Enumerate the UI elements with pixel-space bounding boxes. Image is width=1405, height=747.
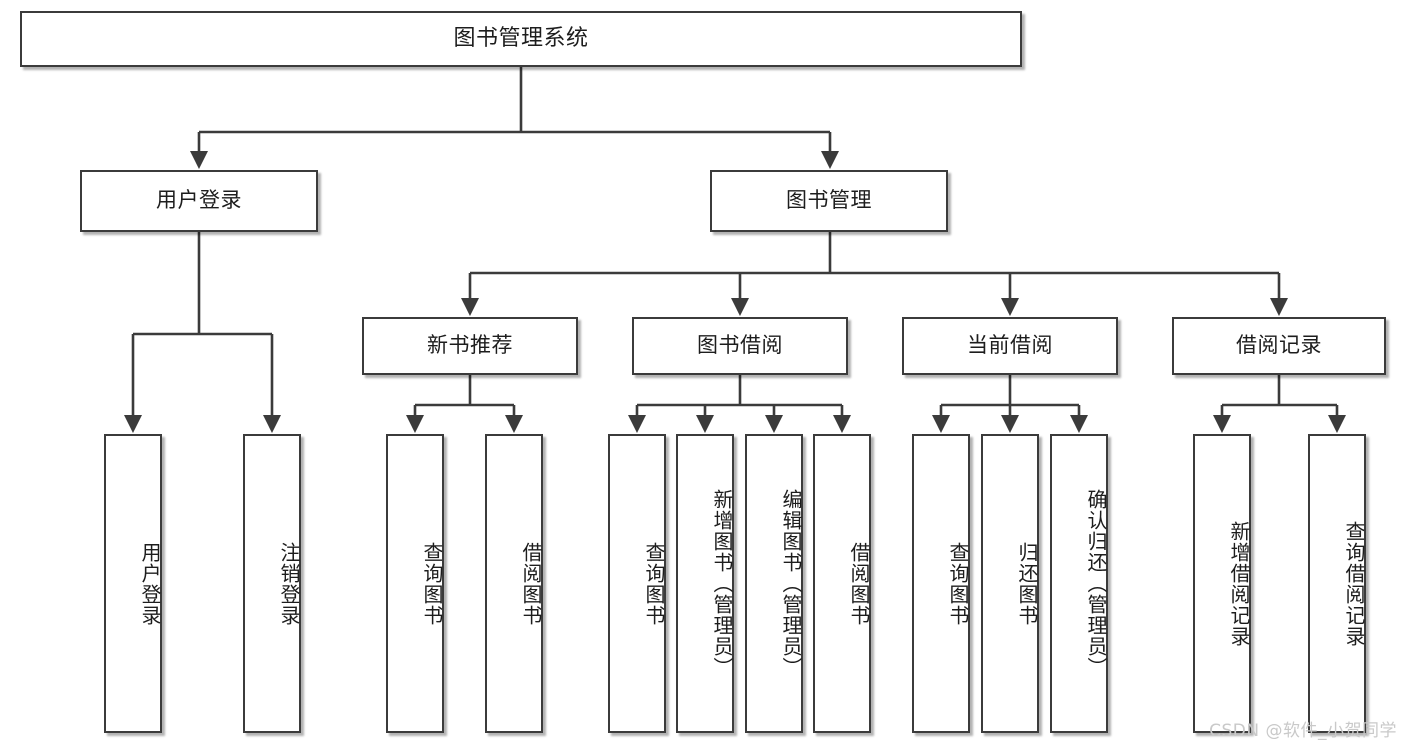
node-label: 借阅记录: [1236, 333, 1322, 358]
leaf-record-add-borrow-record[interactable]: 新增借阅记录: [1193, 434, 1251, 733]
node-label: 注销登录: [277, 541, 301, 626]
node-borrowing-record[interactable]: 借阅记录: [1172, 317, 1386, 375]
leaf-user-login-login[interactable]: 用户登录: [104, 434, 162, 733]
node-label: 新书推荐: [427, 333, 513, 358]
node-label: 用户登录: [138, 541, 162, 626]
node-label: 查询借阅记录: [1342, 520, 1366, 647]
node-label: 查询图书: [946, 541, 970, 626]
node-label: 归还图书: [1015, 541, 1039, 626]
node-label: 用户登录: [156, 188, 242, 213]
node-book-borrowing[interactable]: 图书借阅: [632, 317, 848, 375]
leaf-user-login-logout[interactable]: 注销登录: [243, 434, 301, 733]
leaf-current-confirm-return-admin[interactable]: 确认归还（管理员）: [1050, 434, 1108, 733]
node-label: 新增借阅记录: [1227, 520, 1251, 647]
leaf-borrow-query-books[interactable]: 查询图书: [608, 434, 666, 733]
node-current-borrowing[interactable]: 当前借阅: [902, 317, 1118, 375]
node-label: 当前借阅: [967, 333, 1053, 358]
node-label: 图书借阅: [697, 333, 783, 358]
leaf-borrow-borrow-books[interactable]: 借阅图书: [813, 434, 871, 733]
node-label: 借阅图书: [519, 541, 543, 626]
node-root-book-management-system[interactable]: 图书管理系统: [20, 11, 1022, 67]
node-label: 新增图书（管理员）: [710, 489, 734, 678]
node-label: 编辑图书（管理员）: [779, 489, 803, 678]
node-label: 查询图书: [420, 541, 444, 626]
leaf-record-query-borrow-record[interactable]: 查询借阅记录: [1308, 434, 1366, 733]
leaf-new-book-query-books[interactable]: 查询图书: [386, 434, 444, 733]
leaf-new-book-borrow-books[interactable]: 借阅图书: [485, 434, 543, 733]
node-new-book-recommendation[interactable]: 新书推荐: [362, 317, 578, 375]
node-label: 查询图书: [642, 541, 666, 626]
node-label: 借阅图书: [847, 541, 871, 626]
node-label: 图书管理: [786, 188, 872, 213]
leaf-borrow-edit-book-admin[interactable]: 编辑图书（管理员）: [745, 434, 803, 733]
leaf-current-return-books[interactable]: 归还图书: [981, 434, 1039, 733]
leaf-borrow-add-book-admin[interactable]: 新增图书（管理员）: [676, 434, 734, 733]
node-label: 确认归还（管理员）: [1084, 489, 1108, 678]
node-book-management[interactable]: 图书管理: [710, 170, 948, 232]
node-label: 图书管理系统: [453, 25, 589, 51]
watermark: CSDN @软件_小贺同学: [1209, 721, 1397, 741]
node-user-login[interactable]: 用户登录: [80, 170, 318, 232]
leaf-current-query-books[interactable]: 查询图书: [912, 434, 970, 733]
